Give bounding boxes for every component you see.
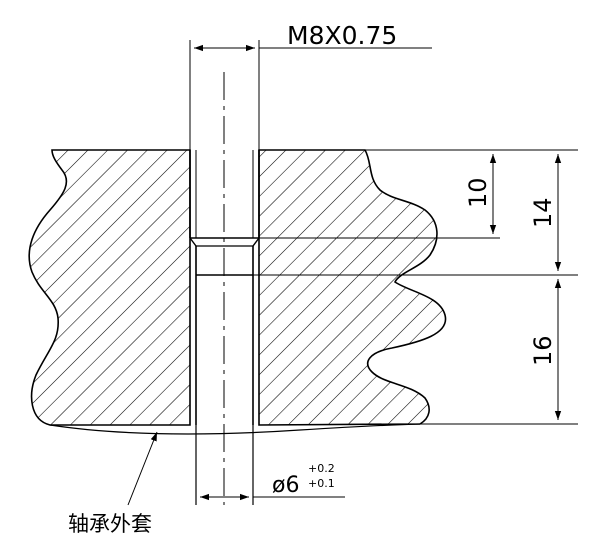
tolerance-lower: +0.1 xyxy=(308,477,335,490)
dim-14-label: 14 xyxy=(529,197,557,228)
right-extension-lines xyxy=(253,149,578,425)
hatched-section-right xyxy=(258,149,447,426)
tolerance-upper: +0.2 xyxy=(308,462,335,475)
part-leader: 轴承外套 xyxy=(68,431,158,536)
diameter-dimension: ø6 +0.2 +0.1 xyxy=(200,462,345,501)
hatched-section-left xyxy=(28,149,191,426)
dim-16-label: 16 xyxy=(529,335,557,366)
part-label: 轴承外套 xyxy=(68,512,152,536)
dim-10-label: 10 xyxy=(464,177,492,208)
dim-10: 10 xyxy=(464,154,497,234)
sleeve-arc xyxy=(49,423,421,435)
dim-14: 14 xyxy=(529,154,562,271)
dim-16: 16 xyxy=(529,279,562,420)
thread-dimension: M8X0.75 xyxy=(189,21,432,150)
thread-label: M8X0.75 xyxy=(287,21,397,50)
diameter-label: ø6 xyxy=(272,473,299,498)
